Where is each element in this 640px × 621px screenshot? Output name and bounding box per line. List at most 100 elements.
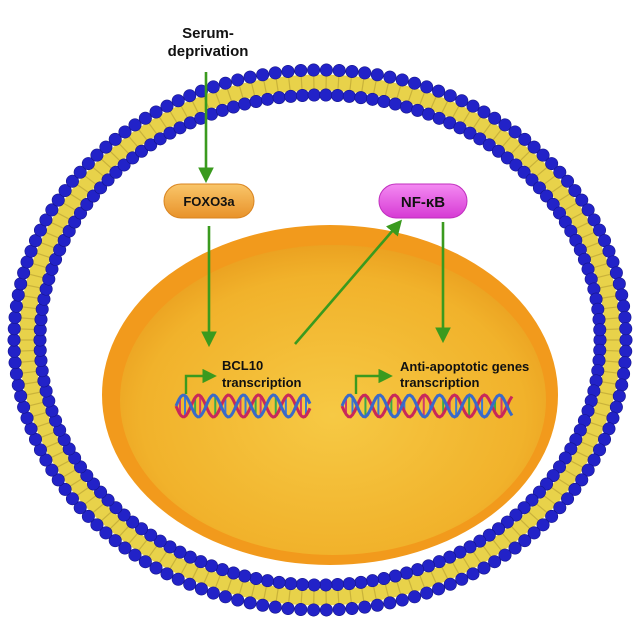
membrane-outer-head [65, 174, 79, 188]
anti-apoptotic-label-line1: Anti-apoptotic genes [400, 359, 529, 374]
membrane-outer-head [281, 64, 295, 78]
membrane-outer-head [73, 501, 87, 515]
membrane-outer-head [420, 586, 434, 600]
membrane-inner-head [101, 173, 115, 187]
membrane-inner-head [411, 103, 425, 117]
membrane-outer-head [508, 541, 522, 555]
membrane-outer-head [420, 80, 434, 94]
membrane-inner-head [365, 92, 379, 106]
membrane-inner-head [272, 91, 286, 105]
membrane-outer-head [81, 509, 95, 523]
membrane-outer-head [33, 223, 47, 237]
membrane-outer-head [14, 277, 28, 291]
membrane-outer-head [14, 389, 28, 403]
membrane-inner-head [135, 144, 149, 158]
membrane-outer-head [370, 598, 384, 612]
membrane-inner-head [173, 545, 187, 559]
membrane-outer-head [45, 463, 59, 477]
membrane-outer-head [477, 105, 491, 119]
stimulus-label-line1: Serum- [182, 25, 234, 42]
membrane-inner-head [463, 126, 477, 140]
membrane-outer-head [51, 193, 65, 207]
membrane-outer-head [587, 453, 601, 467]
membrane-outer-head [138, 111, 152, 125]
membrane-outer-head [268, 600, 282, 614]
membrane-outer-head [90, 148, 104, 162]
membrane-outer-head [51, 473, 65, 487]
membrane-outer-head [612, 277, 626, 291]
membrane-inner-head [525, 173, 539, 187]
membrane-outer-head [545, 157, 559, 171]
membrane-outer-head [568, 184, 582, 198]
membrane-outer-head [183, 89, 197, 103]
membrane-outer-head [28, 234, 42, 248]
membrane-outer-head [206, 80, 220, 94]
membrane-inner-head [517, 501, 531, 515]
membrane-outer-head [39, 213, 53, 227]
membrane-outer-head [488, 555, 502, 569]
membrane-inner-head [331, 88, 345, 102]
membrane-outer-head [58, 184, 72, 198]
nfkb-label: NF-κB [401, 194, 445, 211]
membrane-outer-head [619, 333, 633, 347]
membrane-outer-head [231, 593, 245, 607]
membrane-outer-head [593, 443, 607, 457]
membrane-inner-head [473, 132, 487, 146]
membrane-inner-head [284, 89, 298, 103]
membrane-outer-head [606, 255, 620, 269]
membrane-inner-head [482, 528, 496, 542]
membrane-inner-head [226, 566, 240, 580]
membrane-outer-head [243, 70, 257, 84]
membrane-outer-head [99, 526, 113, 540]
dna-strand [174, 393, 312, 419]
membrane-outer-head [536, 148, 550, 162]
membrane-outer-head [612, 389, 626, 403]
membrane-outer-head [183, 577, 197, 591]
foxo3a-node: FOXO3a [163, 183, 255, 219]
membrane-outer-head [281, 602, 295, 616]
membrane-outer-head [7, 344, 21, 358]
membrane-outer-head [358, 66, 372, 80]
membrane-outer-head [581, 203, 595, 217]
membrane-outer-head [307, 603, 321, 617]
membrane-inner-head [365, 574, 379, 588]
membrane-outer-head [443, 577, 457, 591]
membrane-inner-head [525, 493, 539, 507]
foxo3a-pill [163, 183, 255, 219]
membrane-outer-head [587, 213, 601, 227]
membrane-outer-head [536, 518, 550, 532]
membrane-outer-head [218, 76, 232, 90]
membrane-lipid-heads [7, 63, 633, 617]
dna-helix-anti-apoptotic [340, 393, 514, 419]
membrane-inner-head [117, 508, 131, 522]
membrane-outer-head [332, 602, 346, 616]
membrane-outer-head [160, 567, 174, 581]
membrane-outer-head [617, 367, 631, 381]
membrane-inner-head [509, 158, 523, 172]
membrane-inner-head [272, 575, 286, 589]
membrane-outer-head [118, 541, 132, 555]
membrane-inner-head [509, 508, 523, 522]
membrane-inner-head [249, 94, 263, 108]
membrane-inner-head [482, 138, 496, 152]
membrane-outer-head [7, 322, 21, 336]
membrane-inner-head [463, 540, 477, 554]
membrane-outer-head [8, 356, 22, 370]
membrane-outer-head [553, 501, 567, 515]
membrane-outer-head [194, 84, 208, 98]
membrane-outer-head [432, 84, 446, 98]
membrane-outer-head [65, 492, 79, 506]
nucleus-interior [120, 245, 546, 555]
membrane-outer-head [243, 596, 257, 610]
membrane-inner-head [354, 575, 368, 589]
membrane-outer-head [99, 140, 113, 154]
membrane-outer-head [45, 203, 59, 217]
membrane-inner-head [500, 515, 514, 529]
membrane-outer-head [345, 64, 359, 78]
membrane-outer-head [39, 453, 53, 467]
membrane-inner-head [249, 572, 263, 586]
membrane-outer-head [33, 443, 47, 457]
membrane-outer-head [90, 518, 104, 532]
membrane-outer-head [408, 76, 422, 90]
membrane-outer-head [319, 63, 333, 77]
